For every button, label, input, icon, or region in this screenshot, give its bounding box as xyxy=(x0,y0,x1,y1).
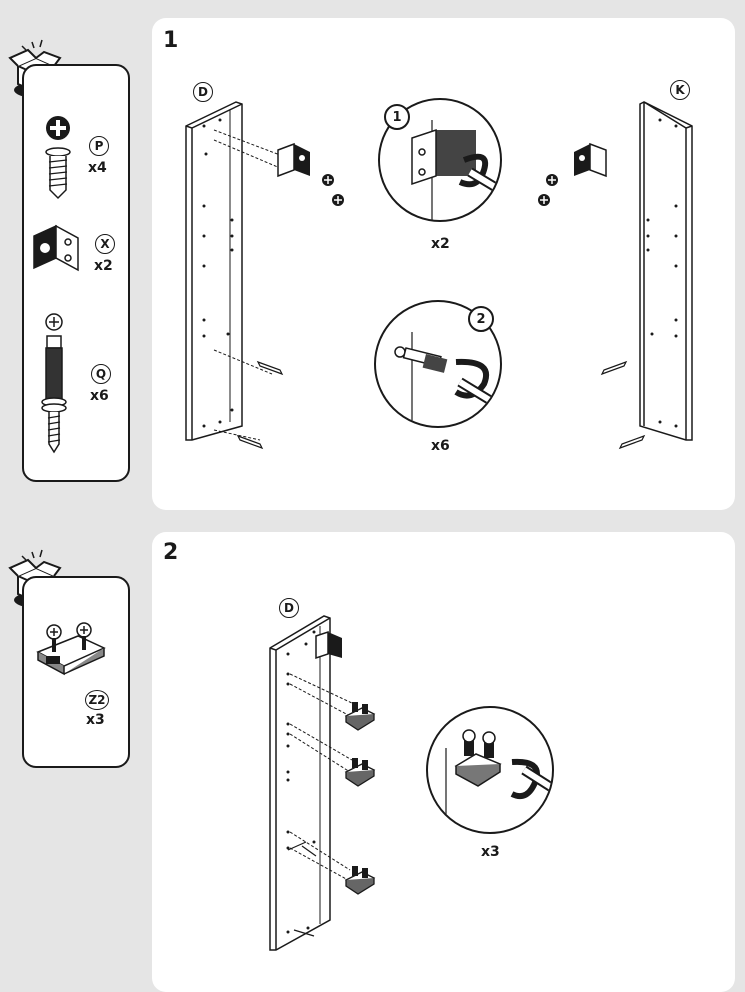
step-2-parts-list xyxy=(22,576,130,768)
bracket-x-top-step2 xyxy=(315,630,342,660)
detail-2-qty: x6 xyxy=(431,438,450,454)
screw-p-left xyxy=(322,174,344,206)
side-panel-d-step2 xyxy=(269,615,355,951)
screw-p-right xyxy=(538,174,558,206)
part-p-id: P xyxy=(89,136,109,156)
part-z2-qty: x3 xyxy=(86,712,105,728)
panel-d-label: D xyxy=(193,82,213,102)
detail-circle-1 xyxy=(378,98,502,222)
bracket-x-right xyxy=(574,142,607,178)
dowel-right-bottom xyxy=(618,434,646,450)
detail-1-qty: x2 xyxy=(431,236,450,252)
step-1-number: 1 xyxy=(163,28,179,53)
hinge-plate-1 xyxy=(344,702,376,731)
dowel-bolt-icon xyxy=(41,313,67,454)
part-z2-id: Z2 xyxy=(85,690,109,710)
part-x-qty: x2 xyxy=(94,258,113,274)
detail-2-badge: 2 xyxy=(468,306,494,332)
detail-hinge-qty: x3 xyxy=(481,844,500,860)
part-q-qty: x6 xyxy=(90,388,109,404)
part-p-qty: x4 xyxy=(88,160,107,176)
side-panel-d xyxy=(185,101,289,441)
hinge-plate-3 xyxy=(344,866,376,895)
detail-1-badge: 1 xyxy=(384,104,410,130)
bracket-icon xyxy=(33,224,79,272)
step-2-number: 2 xyxy=(163,540,179,565)
step-1-parts-list xyxy=(22,64,130,482)
cam-screw-icon xyxy=(45,116,71,200)
part-x-id: X xyxy=(95,234,115,254)
hinge-plate-icon xyxy=(36,622,106,676)
part-q-id: Q xyxy=(91,364,111,384)
panel-d-label-2: D xyxy=(279,598,299,618)
dowel-left-bottom xyxy=(236,434,264,450)
side-panel-k xyxy=(639,101,693,441)
dowel-right-lower xyxy=(600,360,628,376)
bracket-x-left xyxy=(277,142,310,178)
panel-k-label: K xyxy=(670,80,690,100)
detail-circle-hinge xyxy=(426,706,554,834)
dowel-left-lower xyxy=(256,360,284,376)
hinge-plate-2 xyxy=(344,758,376,787)
